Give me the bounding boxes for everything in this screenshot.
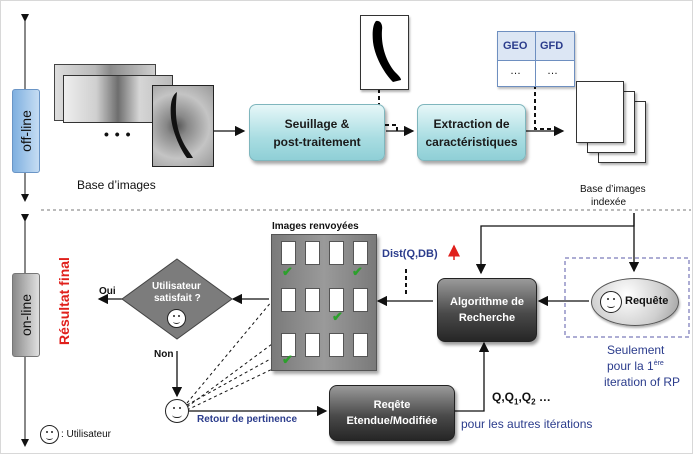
only-first-line-1: Seulement xyxy=(607,343,665,357)
decision-line-1: Utilisateur xyxy=(152,281,201,292)
relevant-check-icon: ✔ xyxy=(352,264,363,279)
user-smiley-icon xyxy=(165,399,189,423)
algorithm-line-1: Algorithme de xyxy=(450,296,524,308)
legend-smiley-icon xyxy=(40,425,59,444)
feedback-label: Retour de pertinence xyxy=(197,414,298,425)
result-cell xyxy=(305,288,320,312)
only-first-superscript: ère xyxy=(653,360,664,367)
result-cell xyxy=(305,241,320,265)
legend-label: : Utilisateur xyxy=(61,429,112,440)
result-cell xyxy=(353,241,368,265)
decision-smiley-icon xyxy=(167,309,186,328)
result-cell xyxy=(329,241,344,265)
front-image-shape xyxy=(170,92,193,158)
dashed-table-link xyxy=(534,85,553,130)
query-label: Requête xyxy=(625,295,669,307)
feature-table-header-row xyxy=(498,32,574,61)
queries-seq-ellipsis: … xyxy=(535,390,551,404)
only-first-line-3: iteration of RP xyxy=(604,375,681,389)
indexed-page-1 xyxy=(576,81,624,143)
silhouette-shape xyxy=(372,20,401,82)
offline-tab-label: off-line xyxy=(18,110,34,152)
seuillage-box: Seuillage & post-traitement xyxy=(249,104,385,161)
final-result-label-wrap: Résultat final xyxy=(56,237,82,361)
feature-header-geo: GEO xyxy=(503,40,528,52)
indexed-label-2: indexée xyxy=(591,197,627,208)
queries-seq-sub1: 1 xyxy=(514,397,519,407)
oui-label: Oui xyxy=(99,286,116,297)
feedback-dash-3 xyxy=(186,283,354,408)
relevant-check-icon: ✔ xyxy=(282,352,293,367)
extraction-line-1: Extraction de xyxy=(433,116,510,131)
expanded-query-line-1: Reqête xyxy=(373,399,411,411)
feature-cell-1: … xyxy=(510,65,521,77)
online-tab: on-line xyxy=(12,273,40,357)
offline-tab: off-line xyxy=(12,89,40,173)
result-cell xyxy=(281,241,296,265)
result-cell xyxy=(281,333,296,357)
query-region xyxy=(564,257,690,338)
relevant-check-icon: ✔ xyxy=(282,264,293,279)
algorithm-line-2: Recherche xyxy=(458,312,516,324)
feature-table-divider xyxy=(535,32,536,86)
result-cell xyxy=(353,333,368,357)
decision-line-2: satisfait ? xyxy=(154,293,201,304)
seuillage-line-2: post-traitement xyxy=(273,134,361,149)
images-returned-label: Images renvoyées xyxy=(272,221,359,232)
only-first-text: pour la 1 xyxy=(607,359,654,373)
queries-seq-comma: ,Q xyxy=(518,390,532,404)
expanded-query-box: Reqête Etendue/Modifiée xyxy=(329,385,455,441)
other-iterations-label: pour les autres itérations xyxy=(461,417,593,431)
database-image-front xyxy=(152,85,214,167)
image-base-label: Base d’images xyxy=(77,178,156,192)
result-cell xyxy=(353,288,368,312)
dist-label: Dist(Q,DB) xyxy=(382,248,438,260)
result-cell xyxy=(329,333,344,357)
returned-images-panel: ✔ ✔ ✔ ✔ xyxy=(271,234,377,371)
online-tab-label: on-line xyxy=(18,293,34,337)
expanded-query-line-2: Etendue/Modifiée xyxy=(346,415,438,427)
arrow-expanded-to-algorithm xyxy=(454,341,490,412)
decision-diamond xyxy=(121,258,233,340)
final-result-label: Résultat final xyxy=(55,257,72,345)
feature-table: GEO GFD … … xyxy=(497,31,575,87)
non-label: Non xyxy=(154,349,174,360)
result-cell xyxy=(329,288,344,312)
query-ellipse: Requête xyxy=(591,278,679,326)
feature-cell-2: … xyxy=(547,65,558,77)
indexed-label-1: Base d’images xyxy=(580,184,646,195)
result-cell xyxy=(305,333,320,357)
result-cell xyxy=(281,288,296,312)
seuillage-line-1: Seuillage & xyxy=(284,116,350,131)
silhouette-image xyxy=(360,15,409,90)
relevant-check-icon: ✔ xyxy=(332,309,343,324)
feedback-dash-1 xyxy=(186,288,283,404)
only-first-line-2: pour la 1ère xyxy=(607,359,664,373)
feature-header-gfd: GFD xyxy=(540,40,564,52)
algorithm-box: Algorithme de Recherche xyxy=(437,278,537,342)
extraction-box: Extraction de caractéristiques xyxy=(417,104,526,161)
extraction-line-2: caractéristiques xyxy=(425,134,518,149)
images-ellipsis: • • • xyxy=(104,126,132,142)
query-user-smiley-icon xyxy=(600,291,622,313)
feedback-dash-4 xyxy=(186,362,286,411)
queries-seq-q: Q,Q xyxy=(492,390,515,404)
queries-seq-sub2: 2 xyxy=(531,397,536,407)
queries-sequence: Q,Q1,Q2 … xyxy=(492,390,551,406)
arrow-index-to-algorithm xyxy=(475,213,635,275)
